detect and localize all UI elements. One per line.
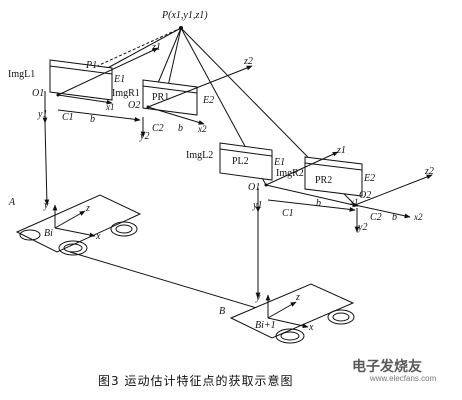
axis-x2-mid xyxy=(354,204,411,219)
vehicle-a-axis-z xyxy=(54,210,86,229)
image-plane-l2 xyxy=(219,142,273,181)
label-z-b: z xyxy=(296,292,300,303)
point-o2-mid-dot xyxy=(353,203,357,207)
axis-x2-top xyxy=(147,106,205,125)
vehicle-b-wheel-2-inner xyxy=(332,312,350,322)
support-left xyxy=(44,122,50,206)
label-e1-mid: E1 xyxy=(274,157,286,168)
label-a: A xyxy=(9,197,16,208)
label-b-top-2: b xyxy=(178,123,183,134)
label-b: B xyxy=(219,306,226,317)
label-o1-top: O1 xyxy=(32,88,45,99)
vehicle-a-wheel-1 xyxy=(58,240,88,256)
image-plane-r1 xyxy=(142,79,198,116)
vehicle-a-body xyxy=(15,194,142,253)
label-b-mid-2: b xyxy=(392,212,397,223)
label-y1-top: y1 xyxy=(38,109,48,120)
vehicle-b-wheel-2 xyxy=(327,309,355,325)
sight-line-left-top xyxy=(83,27,182,73)
label-o2-top: O2 xyxy=(128,100,141,111)
label-c1-top: C1 xyxy=(62,112,74,123)
label-y2-top: y2 xyxy=(140,131,150,142)
label-e2-mid: E2 xyxy=(364,173,376,184)
label-bi: Bi xyxy=(44,228,53,239)
label-bi1: Bi+1 xyxy=(255,320,276,331)
label-c1-mid: C1 xyxy=(282,208,294,219)
vehicle-b-axis-z xyxy=(267,301,297,319)
vehicle-a-wheel-1-inner xyxy=(63,243,83,253)
label-z2-mid: z2 xyxy=(425,166,434,177)
label-o2-mid: O2 xyxy=(359,190,372,201)
label-p1: P1 xyxy=(86,60,98,71)
axis-x1-top xyxy=(57,94,113,105)
image-plane-r2 xyxy=(304,156,363,197)
label-z-a: z xyxy=(86,203,90,214)
watermark-logo: 电子发烧友 xyxy=(352,359,422,375)
axis-x1-mid xyxy=(265,184,359,208)
axis-z2-mid xyxy=(354,174,433,206)
label-z2-top: z2 xyxy=(244,56,253,67)
label-z1-top: z1 xyxy=(152,42,161,53)
image-plane-r1-top-edge xyxy=(142,85,198,94)
label-b-top-1: b xyxy=(90,114,95,125)
point-o1-top-dot xyxy=(56,93,60,97)
point-o2-top-dot xyxy=(146,105,150,109)
baseline-mid xyxy=(267,199,356,212)
label-y-b: y xyxy=(256,292,261,303)
axis-z1-mid xyxy=(265,151,339,186)
watermark-url: www.elecfans.com xyxy=(370,374,437,383)
label-pr1: PR1 xyxy=(152,92,170,103)
baseline-top xyxy=(57,109,141,122)
image-plane-r2-top-edge xyxy=(304,162,363,171)
label-point-p: P(x1,y1,z1) xyxy=(162,10,208,21)
image-plane-l2-top-edge xyxy=(219,148,273,157)
label-x2-mid: x2 xyxy=(414,212,423,222)
vehicle-b-wheel-1-inner xyxy=(280,331,300,341)
vehicle-b-wheel-1 xyxy=(275,328,305,344)
point-p-dot xyxy=(179,26,183,30)
axis-z2-top xyxy=(147,65,253,108)
point-o1-mid-dot xyxy=(264,183,268,187)
label-y-a: y xyxy=(44,200,49,211)
label-x2-top: x2 xyxy=(198,124,207,134)
label-img-r2: ImgR2 xyxy=(276,168,304,179)
label-y2-mid: y2 xyxy=(358,222,368,233)
label-y1-mid: y1 xyxy=(253,200,263,211)
label-x1-top: x1 xyxy=(106,102,115,112)
label-o1-mid: O1 xyxy=(248,182,261,193)
label-c2-top: C2 xyxy=(152,123,164,134)
axis-z1-top xyxy=(57,47,159,96)
label-x-a: x xyxy=(96,231,101,242)
label-x1-mid: x1 xyxy=(350,197,359,207)
vehicle-a-wheel-2-inner xyxy=(115,224,133,234)
label-img-l1: ImgL1 xyxy=(8,69,36,80)
label-c2-mid: C2 xyxy=(370,212,382,223)
label-z1-mid: z1 xyxy=(337,145,346,156)
vehicle-a-axis-x xyxy=(54,227,96,238)
vehicle-b-axis-x xyxy=(267,317,309,329)
label-pr2: PR2 xyxy=(315,175,333,186)
vehicle-a-wheel-3 xyxy=(19,229,41,241)
label-e2-top: E2 xyxy=(203,95,215,106)
figure-caption: 图3 运动估计特征点的获取示意图 xyxy=(98,374,294,388)
label-pl2: PL2 xyxy=(232,156,249,167)
label-b-mid-1: b xyxy=(316,198,321,209)
vehicle-a-wheel-2 xyxy=(110,221,138,237)
motion-path xyxy=(69,251,291,319)
vehicle-b-body xyxy=(229,283,355,339)
label-e1-top: E1 xyxy=(114,74,126,85)
image-plane-l1-top-edge xyxy=(49,65,113,75)
label-img-l2: ImgL2 xyxy=(186,150,214,161)
label-img-r1: ImgR1 xyxy=(112,88,140,99)
label-x-b: x xyxy=(309,322,314,333)
